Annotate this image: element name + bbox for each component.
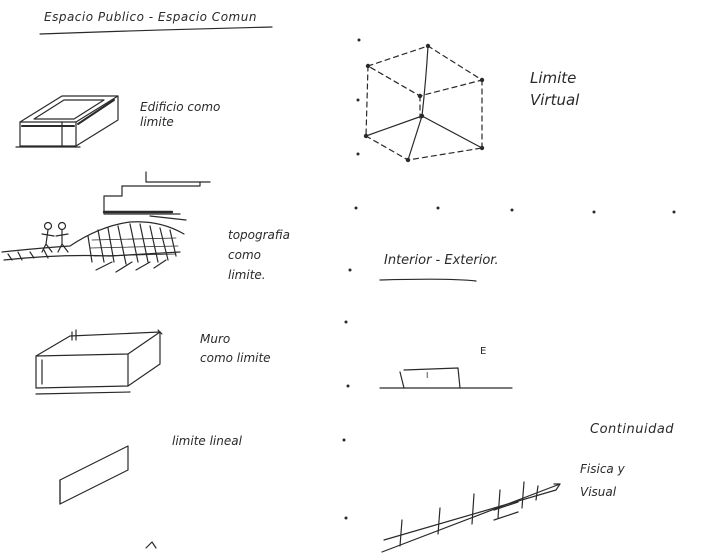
virtual-cube-sketch bbox=[364, 44, 484, 162]
terrace-sketch bbox=[104, 172, 210, 220]
wall-sketch bbox=[36, 330, 162, 394]
landscape-sketch bbox=[2, 222, 184, 272]
linear-plane-sketch bbox=[60, 446, 128, 504]
grid-dots bbox=[343, 39, 676, 520]
interior-exterior-sketch bbox=[380, 279, 512, 388]
title-underline bbox=[40, 27, 272, 34]
continuity-sketch bbox=[146, 482, 560, 552]
building-sketch bbox=[16, 96, 118, 147]
